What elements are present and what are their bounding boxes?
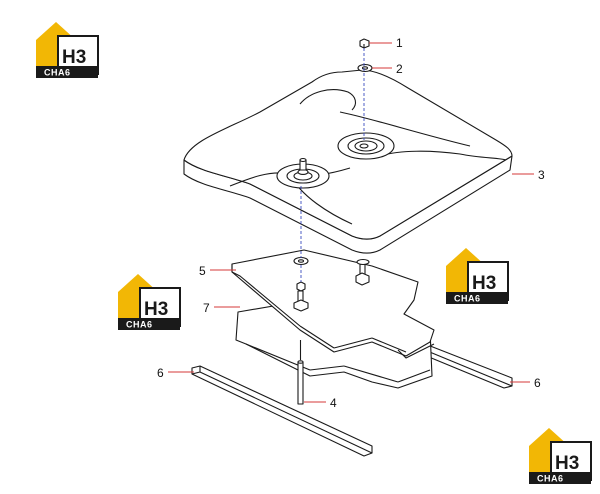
brand-logo: H3 CHA6 (36, 22, 99, 78)
callout-6-left: 6 (157, 366, 164, 380)
svg-text:CHA6: CHA6 (126, 320, 153, 330)
washer-part (293, 256, 309, 266)
bolt-part (355, 258, 370, 286)
callout-2: 2 (396, 62, 403, 76)
assembly-axis (300, 48, 365, 282)
svg-text:H3: H3 (144, 299, 168, 320)
brand-logo: H3 CHA6 (118, 274, 181, 330)
svg-text:H3: H3 (62, 47, 86, 68)
stud-bolt-part (297, 340, 304, 405)
callout-4: 4 (330, 396, 337, 410)
callout-1: 1 (396, 36, 403, 50)
bolt-part (293, 290, 309, 312)
strip-left-part (191, 365, 373, 457)
callout-7: 7 (203, 301, 210, 315)
svg-text:H3: H3 (555, 453, 579, 474)
callout-3: 3 (538, 168, 545, 182)
leader-lines (168, 42, 534, 403)
nut-part (296, 281, 306, 292)
bracket-plate-upper (231, 249, 435, 359)
callout-6-right: 6 (534, 376, 541, 390)
svg-text:CHA6: CHA6 (454, 294, 481, 304)
brand-logo: H3 CHA6 (529, 428, 592, 484)
svg-text:CHA6: CHA6 (537, 474, 564, 484)
washer-part (357, 63, 373, 73)
seat-cushion-part (183, 69, 513, 254)
svg-text:CHA6: CHA6 (44, 68, 71, 78)
svg-text:H3: H3 (472, 273, 496, 294)
nut-part (359, 38, 370, 49)
callout-5: 5 (199, 264, 206, 278)
brand-logo: H3 CHA6 (446, 248, 509, 304)
